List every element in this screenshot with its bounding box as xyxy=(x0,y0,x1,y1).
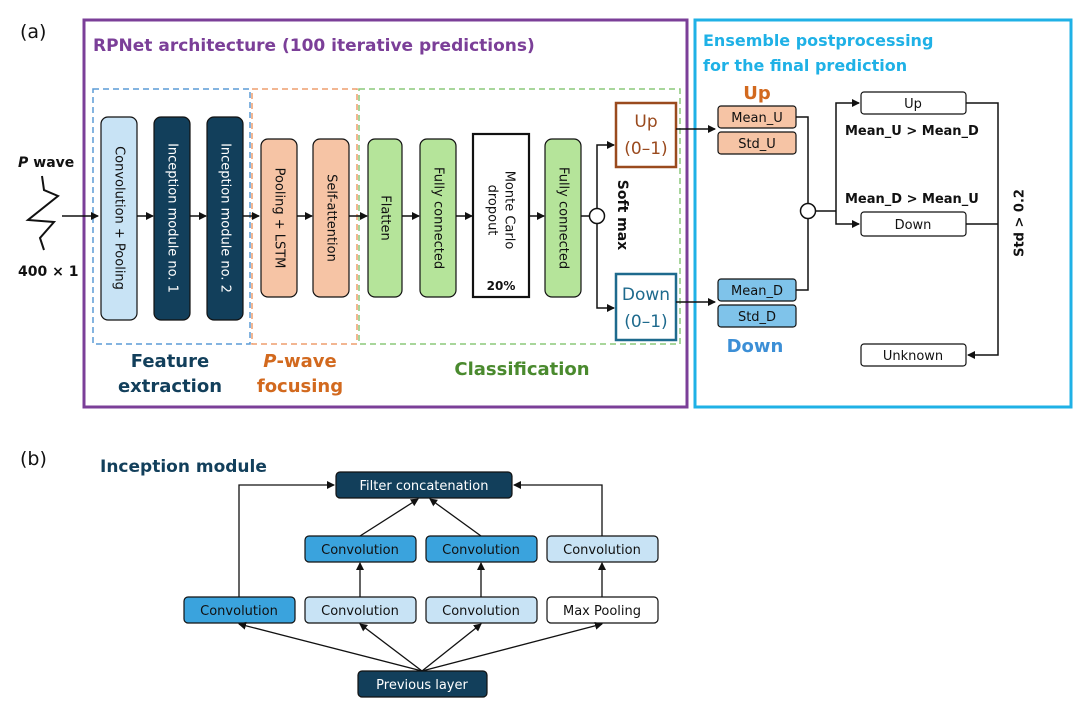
block-conv-pooling xyxy=(100,116,138,321)
b-arrow-top-1 xyxy=(359,498,419,537)
focusing-label-2: focusing xyxy=(257,376,343,397)
block-fc-2 xyxy=(544,138,582,298)
block-flatten-label: Flatten xyxy=(378,195,393,241)
feature-label-1: Feature xyxy=(131,351,209,372)
classification-label: Classification xyxy=(454,359,589,380)
filter-concat-label: Filter concatenation xyxy=(360,479,489,494)
final-unknown-label: Unknown xyxy=(883,349,943,364)
std-d-label: Std_D xyxy=(738,310,776,325)
mean-u-to-node-line xyxy=(796,116,809,203)
block-mc-dropout xyxy=(471,132,531,299)
ensemble-title-1: Ensemble postprocessing xyxy=(703,31,933,50)
cond-up: Mean_U > Mean_D xyxy=(845,124,979,139)
wave-glyph xyxy=(25,175,60,251)
block-pooling-lstm xyxy=(260,138,298,298)
ensemble-title-2: for the final prediction xyxy=(703,56,907,75)
focusing-label-1: P-wave xyxy=(263,351,336,372)
ensemble-frame xyxy=(693,18,1073,409)
up-output-range: (0–1) xyxy=(624,139,667,159)
b-arrow-left-side xyxy=(238,481,335,597)
b-conv-upper-1-label: Convolution xyxy=(321,543,399,558)
input-shape: 400 × 1 xyxy=(18,264,78,280)
b-conv-upper-3-label: Convolution xyxy=(563,543,641,558)
block-self-attention-label: Self-attention xyxy=(324,174,339,262)
final-unknown-box xyxy=(860,343,967,367)
mean-u-label: Mean_U xyxy=(731,111,782,126)
block-conv-pooling-label: Convolution + Pooling xyxy=(112,146,127,290)
block-mc-dropout-pct: 20% xyxy=(487,279,516,293)
filter-concat-box xyxy=(335,471,513,499)
b-arrow-prev-1 xyxy=(238,621,423,672)
final-down-label: Down xyxy=(895,218,932,233)
decision-node xyxy=(799,202,817,220)
b-conv-lower-2-label: Convolution xyxy=(321,604,399,619)
block-flatten xyxy=(367,138,403,298)
up-output-name: Up xyxy=(634,112,657,132)
rpnet-frame xyxy=(82,18,689,409)
down-output-box xyxy=(614,272,678,342)
inception-module-title: Inception module xyxy=(100,457,267,477)
std-u-box xyxy=(717,131,797,155)
block-inception-2-label: Inception module no. 2 xyxy=(218,143,233,293)
block-fc-2-label: Fully connected xyxy=(556,167,571,269)
softmax-to-down-line xyxy=(596,224,615,312)
decision-to-down-line xyxy=(835,211,860,228)
softmax-to-up-line xyxy=(596,141,615,208)
std-d-box xyxy=(717,304,797,328)
softmax-node xyxy=(588,207,606,225)
block-inception-1 xyxy=(153,116,191,321)
mean-d-to-node-line xyxy=(796,219,809,291)
final-up-label: Up xyxy=(904,97,922,112)
b-conv-upper-2-label: Convolution xyxy=(442,543,520,558)
down-output-name: Down xyxy=(622,285,670,305)
rpnet-title: RPNet architecture (100 iterative predic… xyxy=(93,36,535,56)
ensemble-down-label: Down xyxy=(727,336,784,357)
block-inception-1-label: Inception module no. 1 xyxy=(165,143,180,293)
std-u-label: Std_U xyxy=(738,137,776,152)
block-pooling-lstm-label: Pooling + LSTM xyxy=(272,168,287,269)
ensemble-up-label: Up xyxy=(743,83,771,104)
b-max-pooling-label: Max Pooling xyxy=(563,604,641,619)
decision-to-up-line xyxy=(835,99,860,211)
b-conv-lower-1-label: Convolution xyxy=(200,604,278,619)
cond-std: Std > 0.2 xyxy=(1013,189,1028,257)
feature-label-2: extraction xyxy=(118,376,222,397)
previous-layer-label: Previous layer xyxy=(376,678,468,693)
down-output-range: (0–1) xyxy=(624,312,667,332)
panel-a-label: (a) xyxy=(20,21,46,43)
b-arrow-prev-4 xyxy=(421,621,603,672)
block-self-attention xyxy=(312,138,350,298)
b-conv-lower-3-label: Convolution xyxy=(442,604,520,619)
block-mc-dropout-label-2: dropout xyxy=(485,185,500,236)
mean-d-label: Mean_D xyxy=(731,284,783,299)
block-fc-1 xyxy=(419,138,457,298)
block-mc-dropout-label-1: Monte Carlo xyxy=(502,171,517,250)
b-arrow-top-2 xyxy=(429,498,482,537)
cond-down: Mean_D > Mean_U xyxy=(845,192,979,207)
block-fc-1-label: Fully connected xyxy=(431,167,446,269)
up-output-box xyxy=(614,101,678,169)
block-inception-2 xyxy=(206,116,244,321)
softmax-label: Soft max xyxy=(614,180,630,250)
up-to-unknown-line xyxy=(966,102,999,359)
panel-b-label: (b) xyxy=(20,448,47,470)
b-arrow-right-side xyxy=(513,481,603,536)
b-arrow-prev-3 xyxy=(421,623,482,672)
b-arrow-prev-2 xyxy=(359,623,423,672)
